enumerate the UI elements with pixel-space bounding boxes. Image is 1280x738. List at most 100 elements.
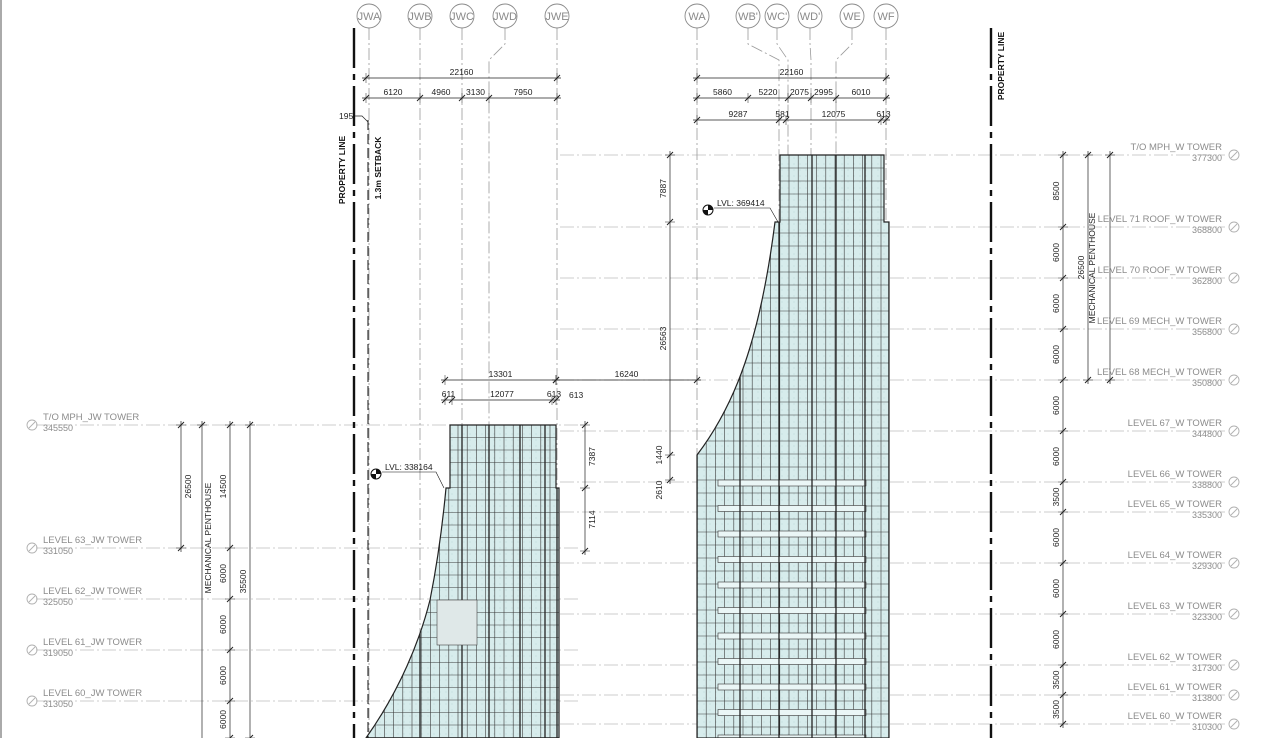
dim-left-mph-value: 26500 [183,474,193,498]
level-target-icon [26,419,38,431]
level-elev-right: 362800 [1192,276,1222,286]
level-target-icon [26,593,38,605]
grid-bubble-wc [764,3,790,29]
level-name-left: LEVEL 63_JW TOWER [43,535,142,546]
level-elev-right: 338800 [1192,480,1222,490]
level-elev-left: 313050 [43,699,73,709]
level-target-icon [1228,608,1240,620]
dim-left-levels-value: 14500 [218,474,228,498]
level-elev-right: 350800 [1192,378,1222,388]
level-target-icon [1228,476,1240,488]
grid-bubble-wa-label: WA [688,11,706,23]
grid-bubble-jwc-label: JWC [450,11,474,23]
dim-right-levels-value: 3500 [1051,487,1061,506]
grid-bubble-jwe [544,3,570,29]
dim-left-bays-value: 3130 [466,87,485,97]
grid-bubble-jwa-label: JWA [358,11,381,23]
dim-right-bays-value: 5220 [759,87,778,97]
dim-tower-gap-value: 16240 [615,369,639,379]
level-name-left: LEVEL 62_JW TOWER [43,586,142,597]
dim-left-low-total-value: 13301 [489,369,513,379]
level-elev-right: 344800 [1192,429,1222,439]
dim-right-vert-value: 26563 [658,326,668,350]
lvl-marker-left-label: LVL: 338164 [385,462,433,472]
lvl-marker-right [702,204,779,223]
dim-right-levels-value: 3500 [1051,700,1061,719]
level-elev-left: 345550 [43,423,73,433]
level-target-icon [1228,272,1240,284]
dim-right-vert-value: 7887 [658,179,668,198]
grid-bubble-jwe-label: JWE [545,11,568,23]
dim-left-total-value: 22160 [450,67,474,77]
level-lines [36,154,1225,725]
dim-left-low-row-value: 611 [442,389,456,399]
level-target-icon [1228,506,1240,518]
level-name-right: LEVEL 62_W TOWER [1128,652,1222,663]
dim-left-bays-value: 7950 [514,87,533,97]
level-name-left: T/O MPH_JW TOWER [43,412,139,423]
grid-bubble-jwc [449,3,475,29]
property-line-label-left: PROPERTY LINE [337,136,347,205]
towers [365,154,890,738]
level-elev-right: 310300 [1192,722,1222,732]
level-name-right: LEVEL 71 ROOF_W TOWER [1098,214,1223,225]
level-name-right: LEVEL 69 MECH_W TOWER [1097,316,1222,327]
dim-right-mph-value: 26500 [1076,255,1086,279]
dim-right-row2-value: 613 [876,109,890,119]
level-target-icon [1228,718,1240,730]
level-name-right: LEVEL 61_W TOWER [1128,682,1222,693]
dim-right-row2-value: 581 [775,109,789,119]
mech-penthouse-label-left: MECHANICAL PENTHOUSE [203,482,213,593]
level-target-icon [1228,374,1240,386]
level-target-icon [1228,425,1240,437]
dim-right-levels-value: 3500 [1051,670,1061,689]
dim-right-bays-value: 2075 [790,87,809,97]
grid-bubble-wb [735,3,761,29]
level-target-icon [1228,659,1240,671]
level-name-right: T/O MPH_W TOWER [1131,142,1223,153]
level-name-right: LEVEL 65_W TOWER [1128,499,1222,510]
level-elev-right: 356800 [1192,327,1222,337]
level-name-right: LEVEL 70 ROOF_W TOWER [1098,265,1223,276]
level-elev-left: 325050 [43,597,73,607]
level-target-icon [1228,557,1240,569]
dim-left-levels-value: 6000 [218,666,228,685]
dim-left-vert-value: 7114 [587,510,597,529]
level-target-icon [1228,221,1240,233]
level-elev-right: 335300 [1192,510,1222,520]
grid-bubble-jwd [492,3,518,29]
level-elev-right: 323300 [1192,612,1222,622]
dim-right-levels-value: 6000 [1051,243,1061,262]
dim-right-levels-value: 6000 [1051,447,1061,466]
level-target-icon [26,542,38,554]
dim-right-bays-value: 6010 [852,87,871,97]
level-elev-right: 377300 [1192,153,1222,163]
dim-left-low-row-value: 12077 [490,389,514,399]
dim-right-1440: 1440 [654,445,664,464]
dim-left-levels-value: 6000 [218,564,228,583]
level-elev-right: 313800 [1192,693,1222,703]
grid-bubble-wf-label: WF [877,11,894,23]
level-target-icon [1228,149,1240,161]
grid-bubble-we [839,3,865,29]
grid-bubble-wf [873,3,899,29]
dim-right-levels-value: 6000 [1051,528,1061,547]
level-name-left: LEVEL 61_JW TOWER [43,637,142,648]
dim-left-vert-value: 7387 [587,447,597,466]
level-elev-right: 329300 [1192,561,1222,571]
level-name-right: LEVEL 63_W TOWER [1128,601,1222,612]
level-target-icon [26,644,38,656]
level-target-icon [26,695,38,707]
dim-right-levels-value: 8500 [1051,181,1061,200]
level-name-right: LEVEL 68 MECH_W TOWER [1097,367,1222,378]
level-target-symbols [26,149,1240,730]
level-elev-right: 368800 [1192,225,1222,235]
level-name-right: LEVEL 67_W TOWER [1128,418,1222,429]
dimension-strings [176,73,1115,738]
grid-bubble-jwd-line [488,28,506,738]
property-line-label-right: PROPERTY LINE [996,32,1006,101]
property-lines [352,28,993,738]
dim-left-613: 613 [569,390,583,400]
